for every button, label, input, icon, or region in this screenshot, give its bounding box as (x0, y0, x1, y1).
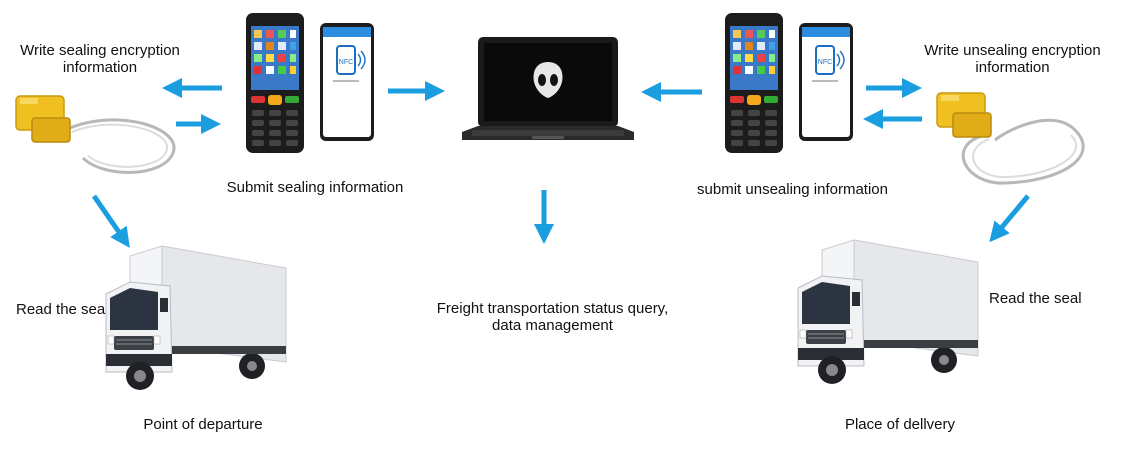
handheld-terminal-icon (725, 13, 783, 153)
point-of-departure-label: Point of departure (143, 416, 263, 433)
read-seal-right-label: Read the seal (989, 290, 1082, 307)
read-seal-left-label: Read the seal (16, 301, 109, 318)
place-of-delivery-label: Place of dellvery (844, 416, 956, 433)
arrow-seal-to-truck-right (989, 194, 1030, 243)
nfc-phone-icon: NFC (799, 23, 853, 141)
arrow-seal-to-truck-left (91, 194, 130, 248)
svg-text:NFC: NFC (339, 59, 353, 66)
write-sealing-label: Write sealing encryption information (20, 42, 180, 76)
submit-unsealing-label: submit unsealing information (697, 181, 888, 198)
cable-seal-icon (936, 92, 1085, 185)
svg-text:NFC: NFC (818, 59, 832, 66)
freight-query-label: Freight transportation status query, dat… (436, 300, 669, 334)
write-unsealing-label: Write unsealing encryption information (924, 42, 1101, 76)
box-truck-icon (105, 245, 287, 390)
handheld-terminal-icon (246, 13, 304, 153)
submit-sealing-label: Submit sealing information (226, 179, 404, 196)
box-truck-icon (797, 239, 979, 384)
laptop-icon (462, 37, 634, 140)
cable-seal-icon (15, 95, 176, 174)
nfc-phone-icon: NFC (320, 23, 374, 141)
